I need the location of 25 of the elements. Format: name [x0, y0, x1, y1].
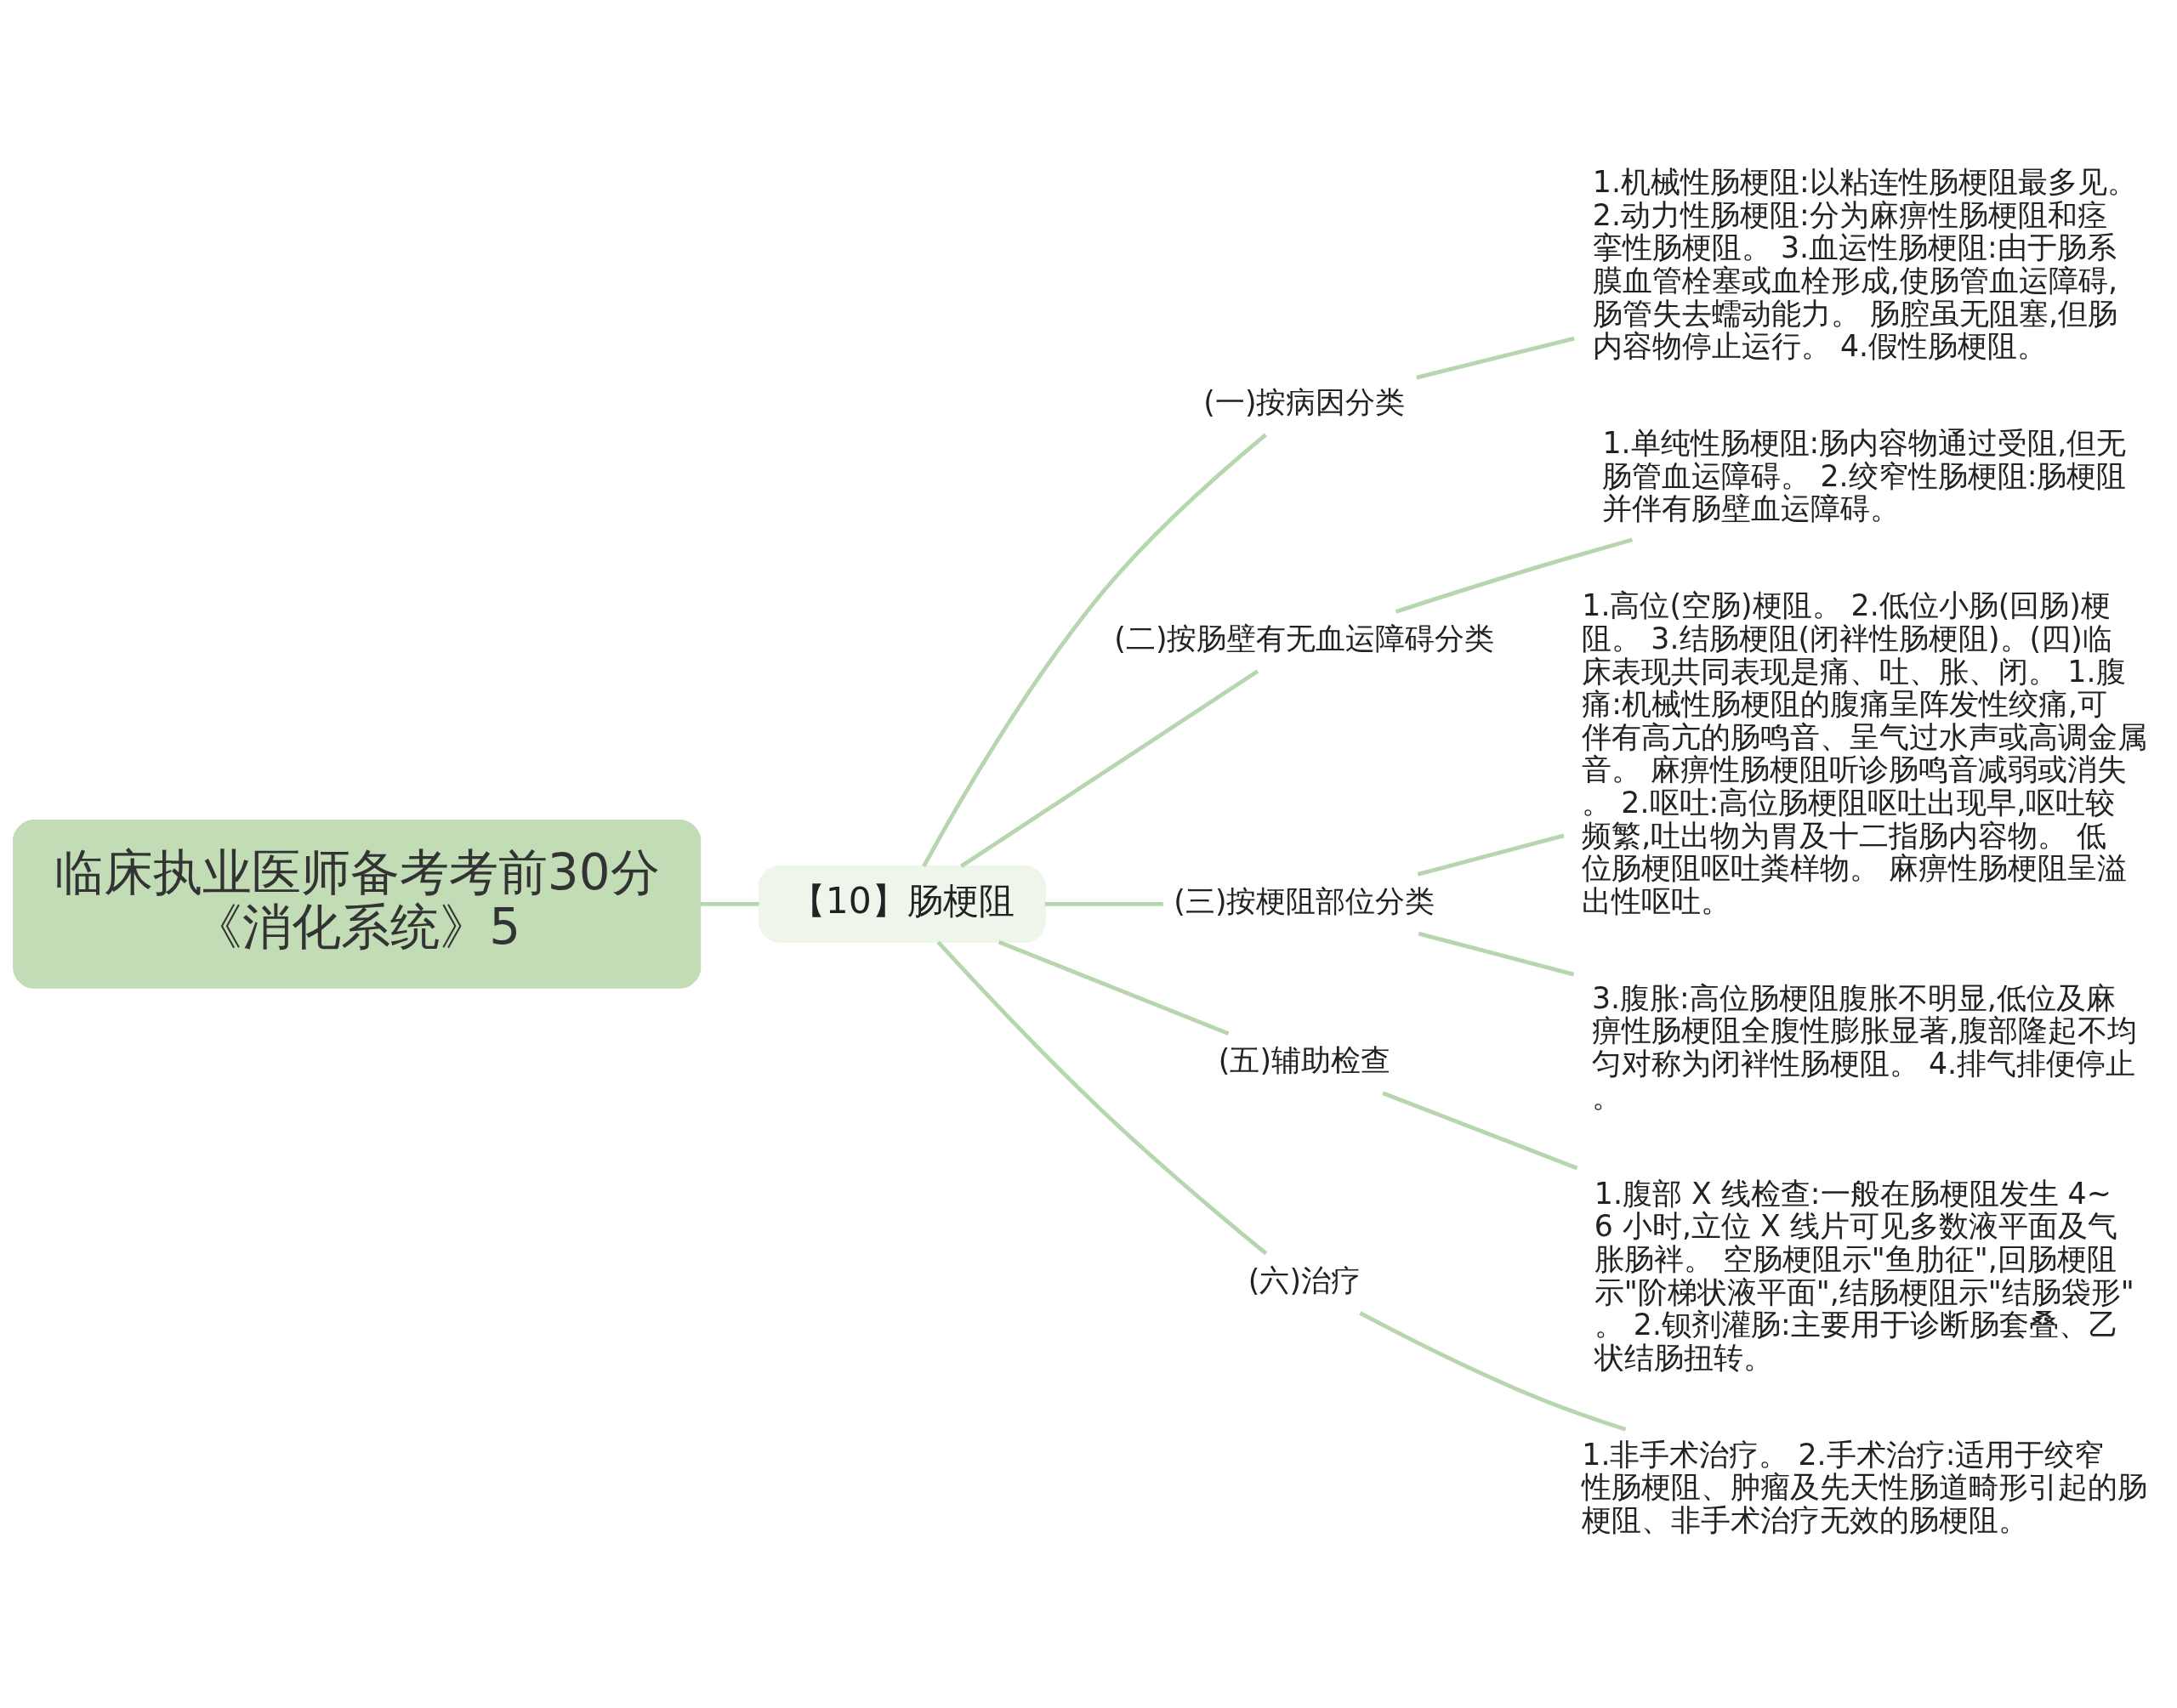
node-text: (三)按梗阻部位分类 — [1174, 883, 1435, 918]
node-text: (一)按病因分类 — [1203, 384, 1406, 419]
node-box: 【10】肠梗阻 — [758, 865, 1046, 943]
connector — [1416, 336, 1575, 380]
node-box: 临床执业医师备考考前30分《消化系统》5 — [13, 819, 702, 989]
connector — [1418, 931, 1575, 977]
connector — [1417, 833, 1565, 877]
connector — [1044, 902, 1163, 906]
node-text: 1.单纯性肠梗阻:肠内容物通过受阻,但无肠管血运障碍。 2.绞窄性肠梗阻:肠梗阻并伴有肠壁血运障碍。 — [1602, 426, 2127, 526]
connector — [1382, 1091, 1578, 1171]
node-text: (五)辅助检查 — [1218, 1043, 1391, 1078]
connector — [960, 669, 1259, 868]
node-text: 1.机械性肠梗阻:以粘连性肠梗阻最多见。 2.动力性肠梗阻:分为麻痹性肠梗阻和痉挛性肠梗阻。 3.血运性肠梗阻:由于肠系膜血管栓塞或血栓形成,使肠管血运障碍,肠管失去蠕动能力。 肠腔虽无阻塞,但肠内容物停止运行。 4.假性肠梗阻。 — [1592, 165, 2137, 364]
node-text: 1.腹部 X 线检查:一般在肠梗阻发生 4~ 6 小时,立位 X 线片可见多数液平面及气胀肠袢。 空肠梗阻示"鱼肋征",回肠梗阻示"阶梯状液平面",结肠梗阻示"结肠袋形"。 2.钡剂灌肠:主要用于诊断肠套叠、乙状结肠扭转。 — [1594, 1176, 2134, 1375]
node-text: 3.腹胀:高位肠梗阻腹胀不明显,低位及麻痹性肠梗阻全腹性膨胀显著,腹部隆起不均匀对称为闭袢性肠梗阻。 4.排气排便停止。 — [1591, 980, 2137, 1114]
node-text: 1.高位(空肠)梗阻。 2.低位小肠(回肠)梗阻。 3.结肠梗阻(闭袢性肠梗阻)。(四)临床表现共同表现是痛、吐、胀、闭。 1.腹痛:机械性肠梗阻的腹痛呈阵发性绞痛,可伴有高亢的肠鸣音、呈气过水声或高调金属音。 麻痹性肠梗阻听诊肠鸣音减弱或消失。 2.呕吐:高位肠梗阻呕吐出现早,呕吐较频繁,吐出物为胃及十二指肠内容物。 低位肠梗阻呕吐粪样物。 麻痹性肠梗阻呈溢出性呕吐。 — [1582, 588, 2148, 918]
node-text: (六)治疗 — [1248, 1263, 1361, 1297]
connector — [1395, 537, 1634, 614]
connector — [700, 902, 759, 906]
node-text: (二)按肠壁有无血运障碍分类 — [1114, 621, 1495, 655]
node-text: 1.非手术治疗。 2.手术治疗:适用于绞窄性肠梗阻、肿瘤及先天性肠道畸形引起的肠梗阻、非手术治疗无效的肠梗阻。 — [1582, 1437, 2148, 1537]
connector — [1359, 1311, 1627, 1432]
connector — [998, 939, 1230, 1036]
connector — [922, 433, 1267, 868]
connector — [936, 940, 1268, 1256]
